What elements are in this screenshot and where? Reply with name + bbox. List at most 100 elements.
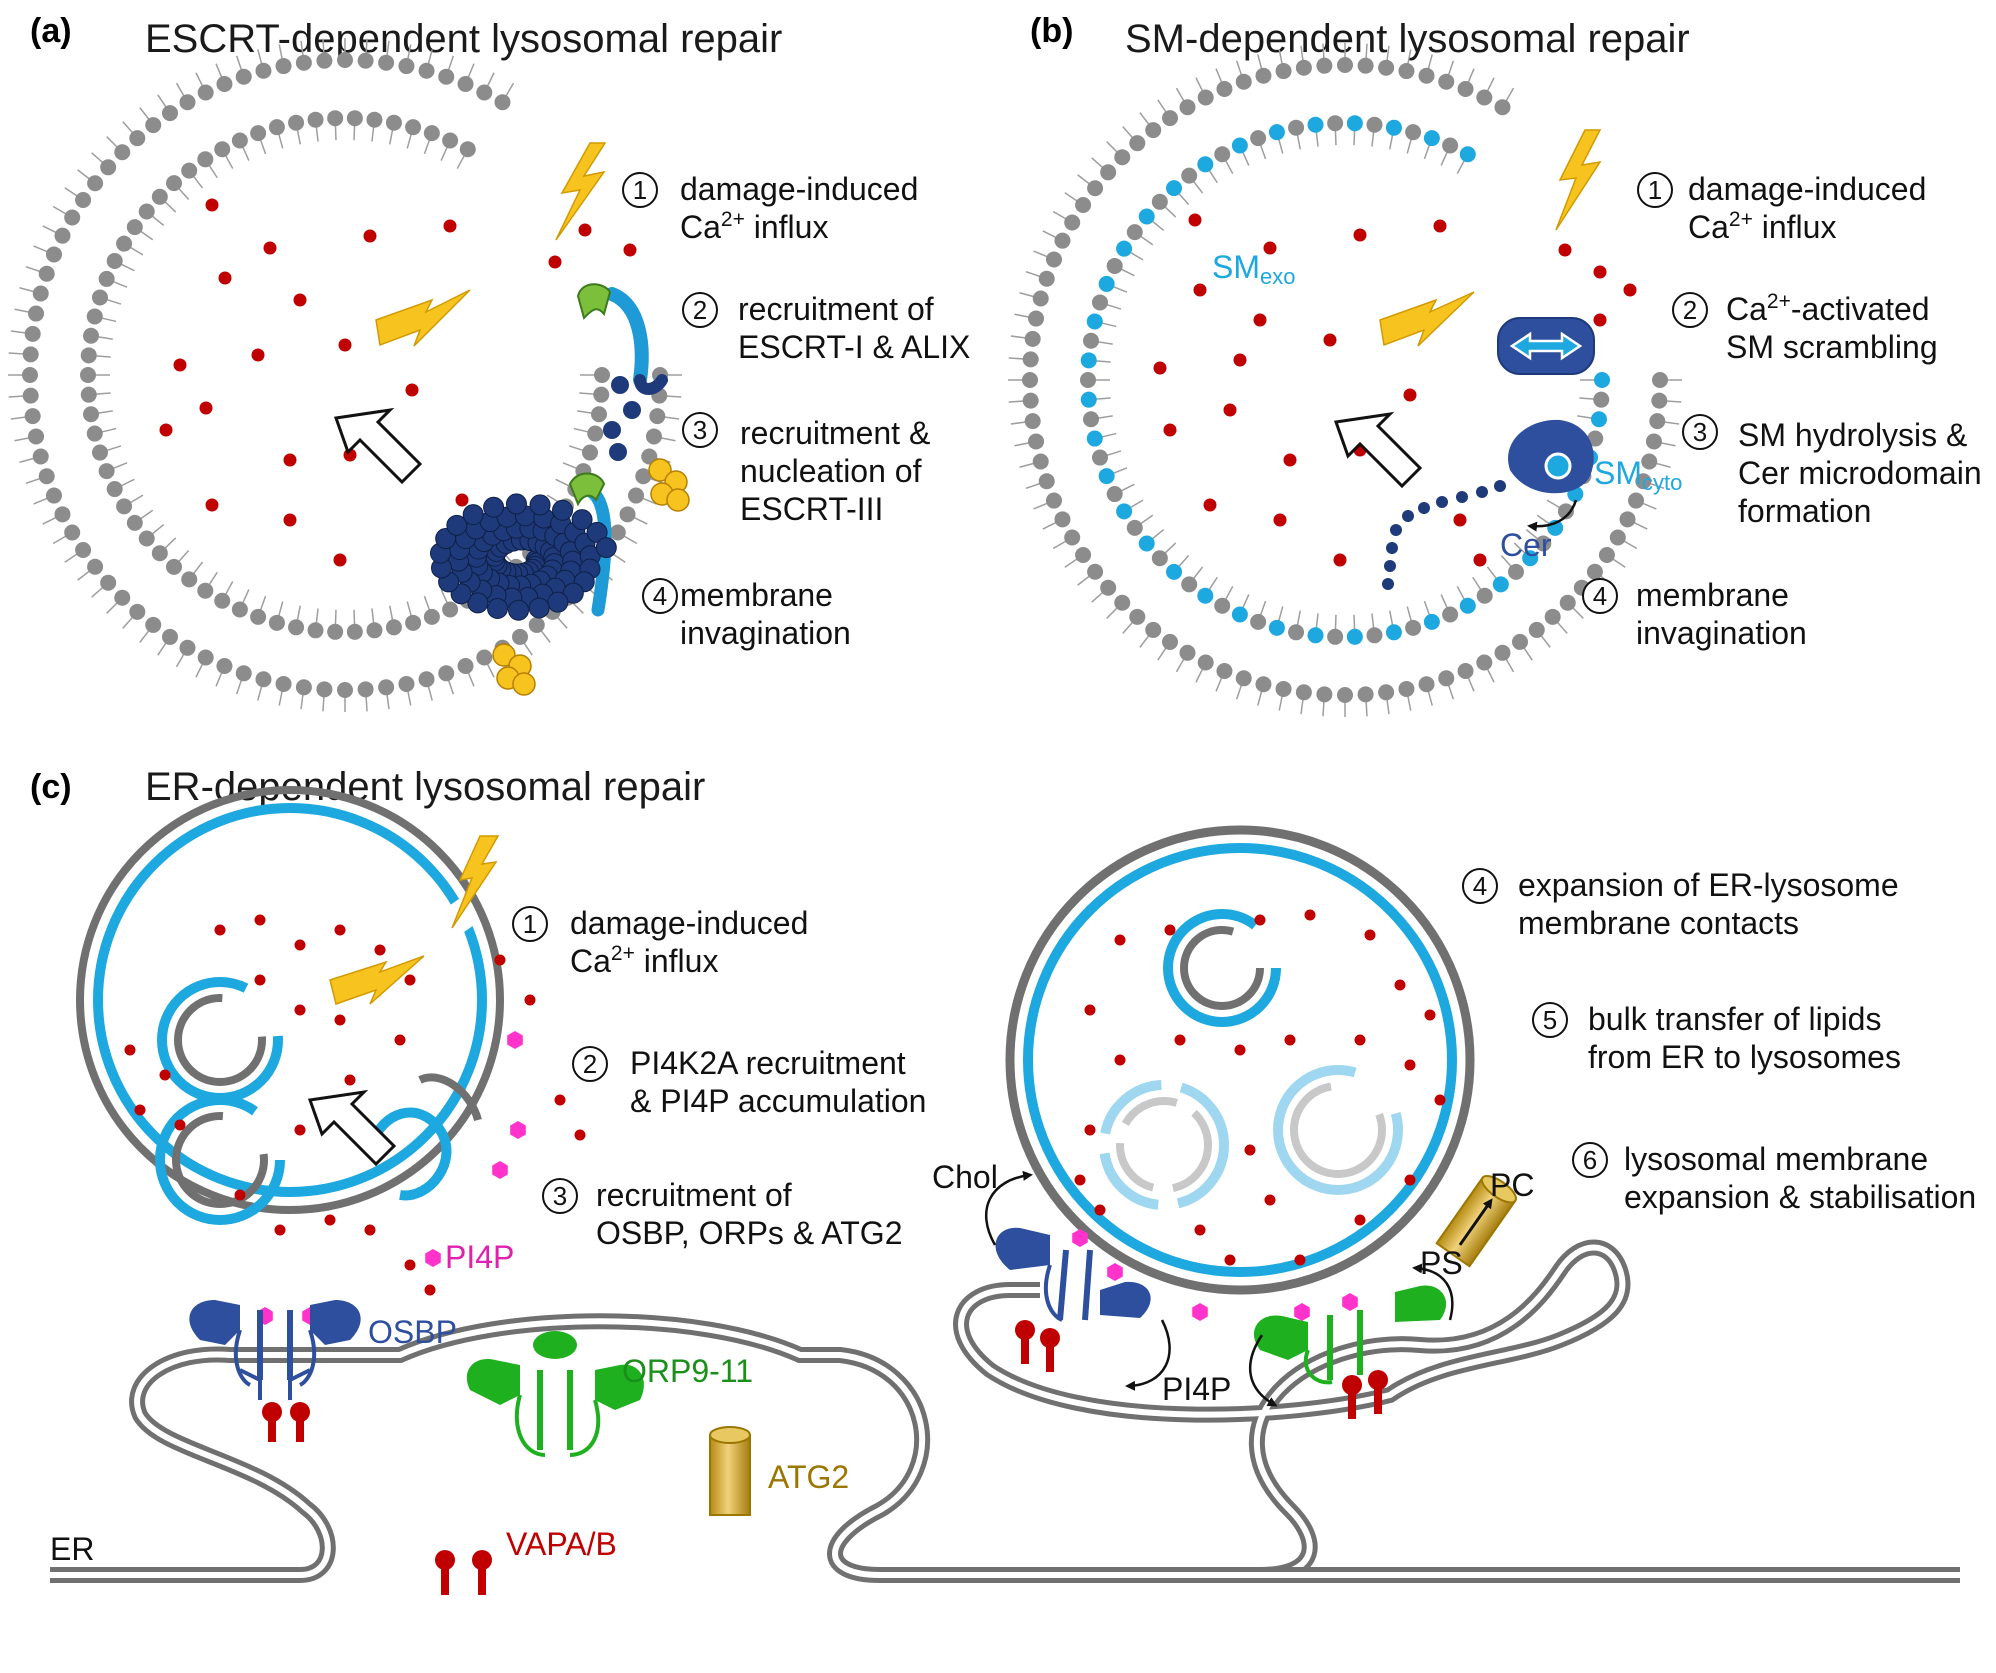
lipid-head [64, 524, 81, 541]
lipid-head [1045, 492, 1062, 509]
lipid-head [114, 589, 131, 606]
calcium-ion [363, 229, 377, 243]
orp-protein [1253, 1285, 1447, 1385]
lipid-head [366, 622, 383, 639]
lipid-head [1275, 63, 1292, 80]
pi4p-marker [492, 1161, 508, 1179]
lipid-head [129, 130, 146, 147]
ceramide-dot [1382, 578, 1394, 590]
lipid-head [1346, 628, 1363, 645]
lipid-head [1028, 433, 1045, 450]
step-number: 4 [1593, 581, 1607, 611]
lipid-head [22, 387, 39, 404]
lipid-head [1098, 468, 1115, 485]
lipid-head [45, 487, 62, 504]
lipid-head [1106, 257, 1123, 274]
step-text: nucleation of [740, 453, 922, 489]
escrt-subunit [528, 597, 550, 619]
lipid-head [1438, 73, 1455, 90]
lipid-head [1512, 633, 1529, 650]
calcium-ion [205, 198, 219, 212]
yellow-complex [492, 643, 516, 667]
calcium-ion [404, 1259, 416, 1271]
sm-cyto-label: SMcyto [1594, 455, 1682, 495]
osbp-label: OSBP [368, 1314, 457, 1350]
step-number-circle [642, 578, 678, 614]
lipid-head [1083, 332, 1100, 349]
calcium-ions [159, 198, 637, 567]
calcium-ion [524, 994, 536, 1006]
lipid-head [1494, 99, 1511, 116]
lipid-head [1216, 80, 1233, 97]
panel-a-label: (a) [30, 12, 72, 50]
calcium-ion [205, 498, 219, 512]
calcium-ion [1353, 228, 1367, 242]
lipid-head [635, 468, 652, 485]
lipid-head [54, 227, 71, 244]
ceramide-dot [1384, 560, 1396, 572]
conversion-arrow [1527, 499, 1578, 532]
lipid-head [106, 481, 123, 498]
lipid-head [1268, 124, 1285, 141]
lipid-head [91, 289, 108, 306]
lipid-head [1442, 137, 1459, 154]
lipid-head [1100, 579, 1117, 596]
calcium-ion [134, 1104, 146, 1116]
lipid-head [181, 571, 198, 588]
ps-label: PS [1420, 1245, 1463, 1281]
atg2-label: ATG2 [768, 1459, 849, 1495]
lipid-head [114, 144, 131, 161]
calcium-ion [1164, 924, 1176, 936]
lipid-head [75, 191, 92, 208]
lightning-icon [329, 955, 425, 1005]
step-number-circle [1682, 414, 1718, 450]
lipid-head [1316, 57, 1333, 74]
calcium-ion [1084, 1124, 1096, 1136]
lipid-head [1295, 59, 1312, 76]
lipid-head [1080, 372, 1096, 388]
sphingomyelinase-protein [1508, 419, 1594, 494]
escrt-subunit [467, 592, 489, 614]
lipid-head [1129, 135, 1146, 152]
calcium-ion [1193, 283, 1207, 297]
lipid-head [28, 305, 45, 322]
step-text: Ca2+ influx [570, 942, 718, 979]
panel-b: (b) SM-dependent lysosomal repair SMexo … [1008, 12, 1982, 717]
escrt-subunit [505, 493, 527, 515]
osbp-protein [995, 1227, 1151, 1322]
lipid-head [214, 592, 231, 609]
escrt-subunit [487, 597, 509, 619]
lipid-head [100, 159, 117, 176]
step-number: 4 [1473, 871, 1487, 901]
lipid-head [1423, 613, 1440, 630]
calcium-ion [1453, 513, 1467, 527]
lipid-head [100, 574, 117, 591]
step-text: Ca2+-activated [1726, 290, 1930, 327]
lipid-head [87, 558, 104, 575]
lipid-head [32, 448, 49, 465]
lipid-head [1235, 73, 1252, 90]
lipid-head [512, 628, 529, 645]
lipid-head [649, 408, 666, 425]
lipid-head [1405, 619, 1422, 636]
lipid-head [357, 52, 374, 69]
step-text: lysosomal membrane [1624, 1141, 1928, 1177]
expanded-lysosome [1005, 825, 1475, 1295]
lipid-head [1418, 67, 1435, 84]
lipid-head [418, 62, 435, 79]
lipid-head [75, 542, 92, 559]
lipid-head [442, 132, 459, 149]
lipid-head [268, 614, 285, 631]
ceramide-dot [1476, 486, 1488, 498]
lipid-head [1045, 251, 1062, 268]
calcium-ion [374, 944, 386, 956]
lipid-head [582, 444, 599, 461]
step-number: 4 [653, 581, 667, 611]
lipid-head [1544, 608, 1561, 625]
lipid-head [216, 658, 233, 675]
panel-a-title: ESCRT-dependent lysosomal repair [145, 17, 782, 61]
lysosome-a [8, 38, 682, 712]
calcium-ion [1593, 313, 1607, 327]
lipid-head [275, 675, 292, 692]
lipid-head [587, 425, 604, 442]
